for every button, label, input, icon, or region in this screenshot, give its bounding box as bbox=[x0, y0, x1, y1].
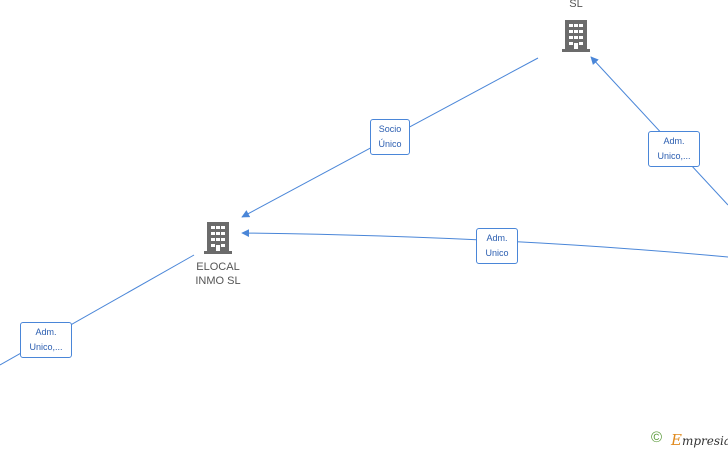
building-icon[interactable] bbox=[204, 222, 232, 254]
edge-label-line: Unico,... bbox=[657, 151, 691, 161]
edge-label-line: Adm. bbox=[35, 327, 57, 337]
edge-label-adm-top-right[interactable]: Adm. Unico,... bbox=[648, 131, 700, 167]
top-company-name[interactable]: SL bbox=[569, 0, 583, 10]
edge-label-line: Unico,... bbox=[29, 342, 63, 352]
edge-label-line: Único bbox=[378, 139, 402, 149]
edge-label-adm-bottom-left[interactable]: Adm. Unico,... bbox=[20, 322, 72, 358]
edge-label-line: Adm. bbox=[486, 233, 508, 243]
edge-label-socio-unico[interactable]: Socio Único bbox=[370, 119, 410, 155]
edge-label-adm-middle[interactable]: Adm. Unico bbox=[476, 228, 518, 264]
edge-label-line: Adm. bbox=[663, 136, 685, 146]
brand-initial: E bbox=[671, 431, 682, 449]
edge-label-line: Socio bbox=[378, 124, 402, 134]
brand-rest: mpresia bbox=[681, 434, 728, 448]
empresia-logo: Empresia bbox=[671, 431, 728, 449]
elocal-inmo-name[interactable]: ELOCAL INMO SL bbox=[195, 261, 241, 287]
copyright-symbol: © bbox=[651, 429, 663, 446]
building-icon[interactable] bbox=[562, 20, 590, 52]
edge-label-line: Unico bbox=[485, 248, 509, 258]
